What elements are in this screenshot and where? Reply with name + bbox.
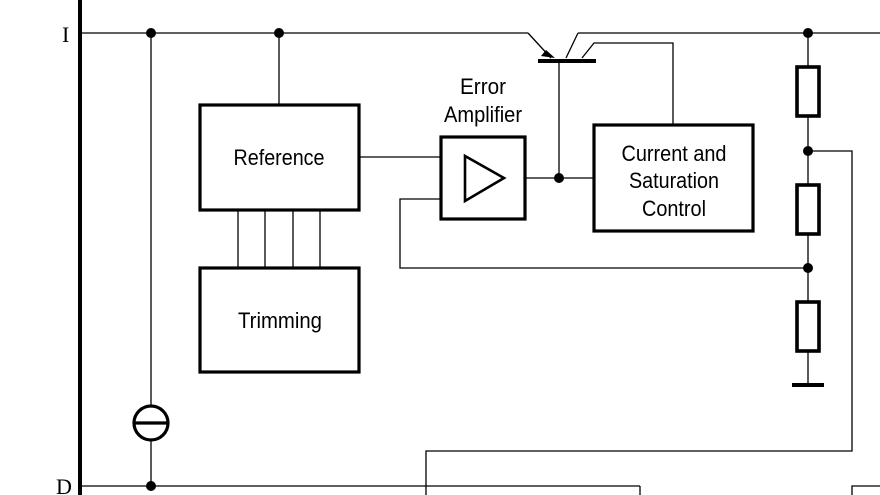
pin-label-input: I — [62, 22, 69, 47]
trim-bus — [237, 210, 321, 268]
resistor-2-icon — [795, 183, 821, 236]
current-source-icon — [132, 404, 170, 442]
current-saturation-control-block — [592, 123, 755, 233]
reference-block — [198, 103, 361, 212]
junction-dot — [803, 28, 813, 38]
junction-dot — [803, 263, 813, 273]
error-amplifier-label-line1: Error — [460, 74, 506, 99]
error-amplifier-label-line2: Amplifier — [444, 102, 522, 127]
junction-dot — [146, 28, 156, 38]
junction-dot — [146, 481, 156, 491]
trimming-label: Trimming — [238, 308, 322, 333]
junction-dot — [554, 173, 564, 183]
current-control-label-line1: Current and — [622, 141, 727, 166]
junction-dot — [274, 28, 284, 38]
current-control-label-line3: Control — [642, 196, 706, 221]
current-control-label-line2: Saturation — [629, 168, 719, 193]
feedback-wire — [399, 198, 808, 269]
junction-dot — [803, 146, 813, 156]
reference-label: Reference — [234, 145, 325, 170]
divider-tap-wire — [425, 150, 853, 495]
lower-right-wire — [851, 485, 880, 495]
resistor-1-icon — [795, 65, 821, 118]
amplifier-triangle-icon — [463, 153, 507, 204]
pass-transistor-icon — [527, 32, 674, 125]
pin-label-drain: D — [56, 474, 72, 495]
trimming-block — [198, 266, 361, 374]
resistor-3-icon — [795, 300, 821, 353]
